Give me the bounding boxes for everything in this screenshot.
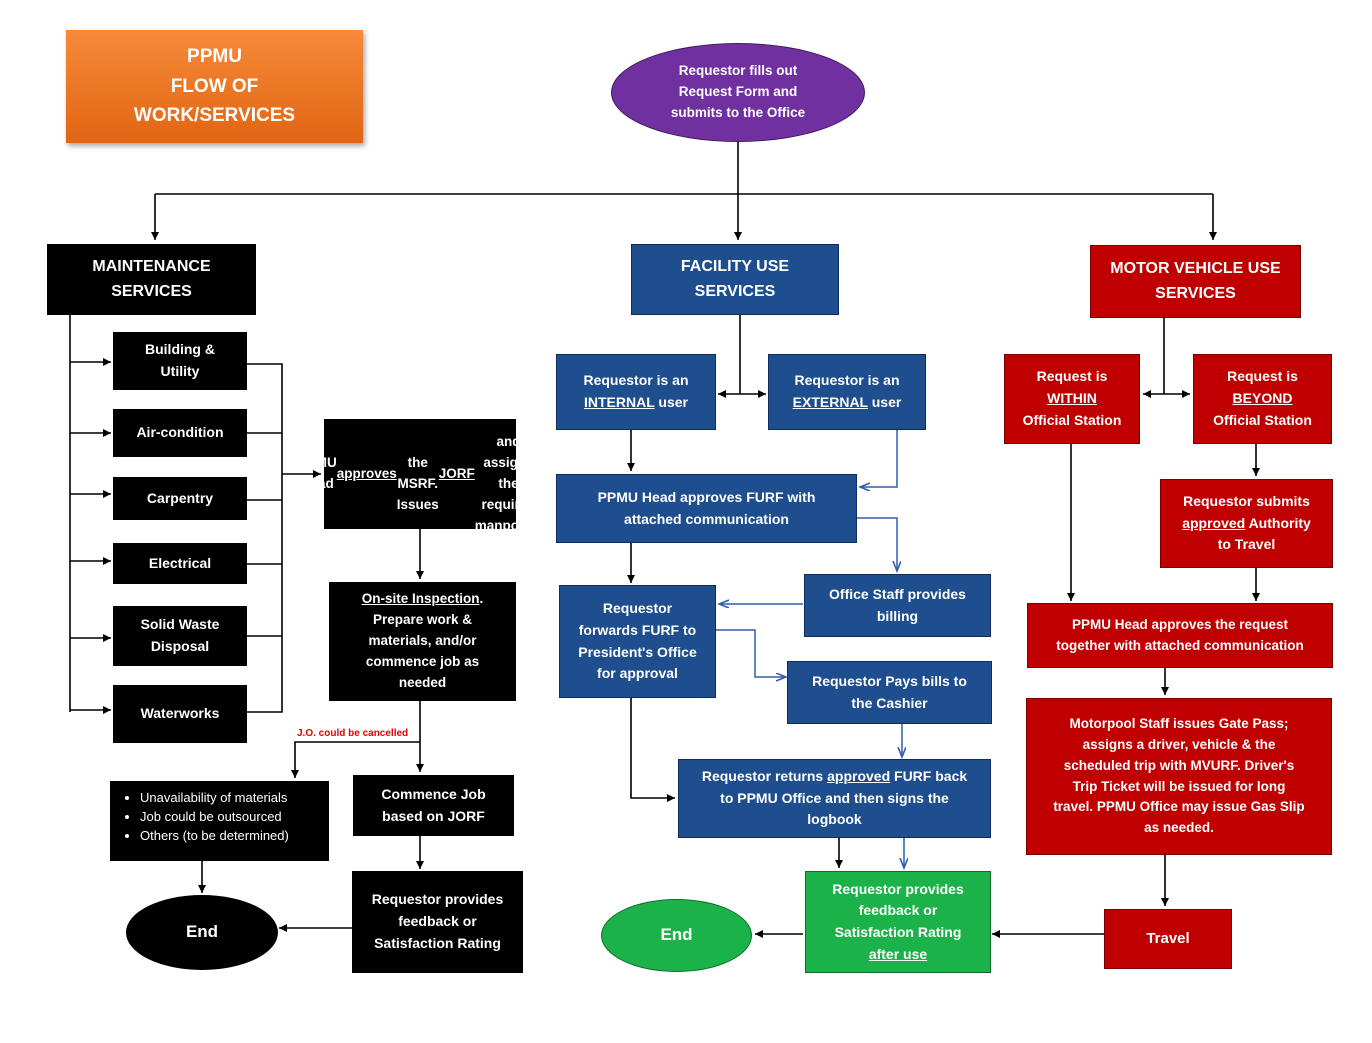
facility-feedback-box: Requestor provides feedback or Satisfact… <box>805 871 991 973</box>
within-station-box: Request is WITHIN Official Station <box>1004 354 1140 444</box>
edge-maint-collector <box>247 363 283 713</box>
internal-user-box: Requestor is an INTERNAL user <box>556 354 716 430</box>
beyond-station-box: Request is BEYOND Official Station <box>1193 354 1332 444</box>
external-user-box: Requestor is an EXTERNAL user <box>768 354 926 430</box>
edge-external-approves <box>860 430 898 487</box>
facility-approves-box: PPMU Head approves FURF with attached co… <box>556 474 857 543</box>
category-carpentry: Carpentry <box>113 477 247 520</box>
maint-approves-box: PPMU Head approves the MSRF. Issues JORF… <box>298 419 542 533</box>
maintenance-header: MAINTENANCE SERVICES <box>47 244 256 315</box>
authority-travel-box: Requestor submits approved Authority to … <box>1160 479 1333 568</box>
forwards-furf-box: Requestor forwards FURF to President's O… <box>559 585 716 698</box>
title-line: PPMU <box>187 46 242 68</box>
category-electrical: Electrical <box>113 543 247 584</box>
onsite-inspection-box: On-site Inspection. Prepare work & mater… <box>329 582 516 701</box>
start-ellipse: Requestor fills out Request Form and sub… <box>611 43 865 142</box>
returns-furf-box: Requestor returns approved FURF back to … <box>678 759 991 838</box>
title-line: WORK/SERVICES <box>133 105 296 127</box>
category-building-utility: Building & Utility <box>113 332 247 390</box>
title-box: PPMU FLOW OF WORK/SERVICES <box>66 30 363 143</box>
cancel-reasons-box: Unavailability of materials Job could be… <box>110 781 329 861</box>
pays-bills-box: Requestor Pays bills to the Cashier <box>787 661 992 724</box>
category-solid-waste: Solid Waste Disposal <box>113 606 247 666</box>
reason-item: Unavailability of materials <box>140 789 323 808</box>
cancel-note: J.O. could be cancelled <box>297 728 409 739</box>
maint-feedback-box: Requestor provides feedback or Satisfact… <box>352 871 523 973</box>
travel-box: Travel <box>1104 909 1232 969</box>
reason-item: Job could be outsourced <box>140 808 323 827</box>
category-air-condition: Air-condition <box>113 409 247 457</box>
maint-end: End <box>126 895 278 970</box>
reason-item: Others (to be determined) <box>140 827 323 846</box>
motorpool-box: Motorpool Staff issues Gate Pass; assign… <box>1026 698 1332 855</box>
title-text: PPMU FLOW OF WORK/SERVICES <box>134 42 295 130</box>
facility-header: FACILITY USE SERVICES <box>631 244 839 315</box>
category-waterworks: Waterworks <box>113 685 247 743</box>
commence-job-box: Commence Job based on JORF <box>353 775 514 836</box>
billing-box: Office Staff provides billing <box>804 574 991 637</box>
title-line: FLOW OF <box>170 75 259 97</box>
motor-approves-box: PPMU Head approves the request together … <box>1027 603 1333 668</box>
facility-end: End <box>601 899 752 972</box>
motor-header: MOTOR VEHICLE USE SERVICES <box>1090 245 1301 318</box>
